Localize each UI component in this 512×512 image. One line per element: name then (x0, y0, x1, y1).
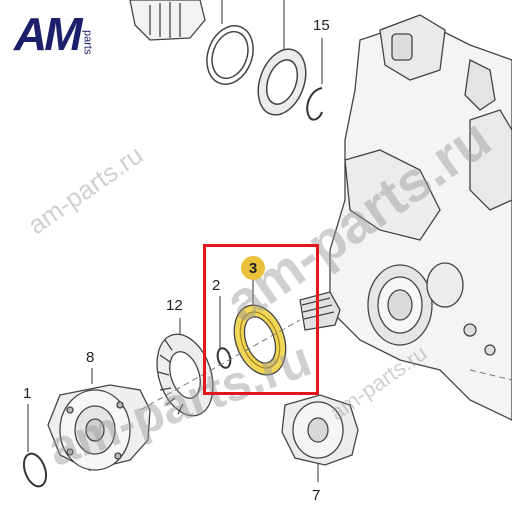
brand-logo[interactable]: AM parts (14, 8, 94, 60)
logo-subtext: parts (81, 29, 94, 54)
circlip-1 (22, 452, 48, 488)
callout-7[interactable]: 7 (312, 487, 321, 504)
ring-seal-top (206, 25, 254, 85)
gearbox-housing (299, 14, 512, 421)
highlight-frame (203, 244, 319, 395)
shaft-assembly (129, 0, 206, 41)
seal-3 (233, 304, 287, 376)
logo-text: AM (14, 8, 83, 60)
leader-lines (27, 0, 323, 482)
o-ring-2 (216, 347, 232, 369)
callout-badge-3[interactable]: 3 (241, 256, 265, 280)
oil-seal-top (257, 48, 307, 116)
callout-1[interactable]: 1 (23, 385, 32, 402)
callout-15[interactable]: 15 (313, 17, 330, 34)
callout-8[interactable]: 8 (86, 349, 95, 366)
flange-8 (47, 384, 151, 471)
gear-7 (281, 394, 359, 466)
circlip-15 (306, 87, 323, 121)
center-lines (139, 319, 512, 411)
callout-12[interactable]: 12 (166, 297, 183, 314)
bearing-12 (156, 333, 214, 417)
callout-2[interactable]: 2 (212, 277, 221, 294)
